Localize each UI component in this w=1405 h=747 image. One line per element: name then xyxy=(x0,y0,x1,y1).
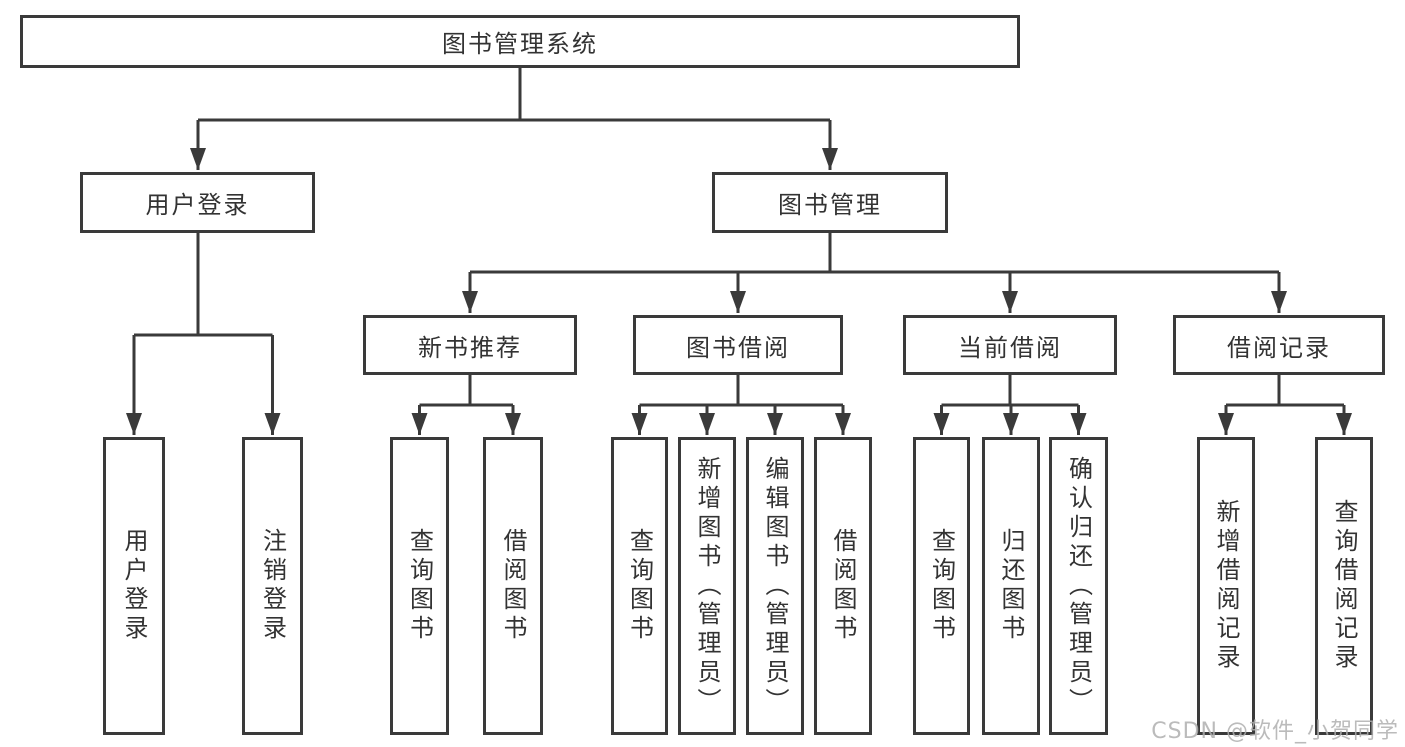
leaf-query-borrow-record: 查询借阅记录 xyxy=(1315,437,1373,735)
leaf-label: 新增图书（管理员） xyxy=(693,455,721,717)
leaf-query-books-borrow: 查询图书 xyxy=(611,437,668,735)
node-label: 当前借阅 xyxy=(958,333,1062,362)
leaf-add-borrow-record: 新增借阅记录 xyxy=(1197,437,1255,735)
node-label: 用户登录 xyxy=(145,191,250,219)
leaf-label: 确认归还（管理员） xyxy=(1064,455,1093,717)
leaf-label: 归还图书 xyxy=(997,528,1025,644)
leaf-label: 新增借阅记录 xyxy=(1212,499,1240,673)
node-root-library-system: 图书管理系统 xyxy=(20,15,1020,68)
leaf-label: 查询图书 xyxy=(405,528,434,644)
leaf-logout: 注销登录 xyxy=(242,437,303,735)
leaf-add-books-admin: 新增图书（管理员） xyxy=(678,437,736,735)
leaf-borrow-books-recommend: 借阅图书 xyxy=(483,437,543,735)
node-user-login-branch: 用户登录 xyxy=(80,172,315,233)
leaf-user-login: 用户登录 xyxy=(103,437,165,735)
leaf-label: 查询图书 xyxy=(927,528,956,644)
leaf-edit-books-admin: 编辑图书（管理员） xyxy=(746,437,804,735)
node-book-borrow: 图书借阅 xyxy=(633,315,843,375)
node-label: 图书借阅 xyxy=(686,333,790,362)
leaf-label: 用户登录 xyxy=(120,528,148,644)
leaf-label: 注销登录 xyxy=(258,528,287,644)
node-borrow-records: 借阅记录 xyxy=(1173,315,1385,375)
node-label: 图书管理 xyxy=(778,191,882,219)
leaf-query-books-recommend: 查询图书 xyxy=(390,437,449,735)
node-label: 图书管理系统 xyxy=(442,30,598,58)
leaf-query-books-current: 查询图书 xyxy=(913,437,970,735)
leaf-label: 查询图书 xyxy=(625,528,654,644)
leaf-label: 借阅图书 xyxy=(499,528,527,644)
leaf-label: 编辑图书（管理员） xyxy=(761,455,789,717)
leaf-borrow-books: 借阅图书 xyxy=(814,437,872,735)
leaf-label: 查询借阅记录 xyxy=(1330,499,1358,673)
node-new-book-recommend: 新书推荐 xyxy=(363,315,577,375)
leaf-label: 借阅图书 xyxy=(829,528,857,644)
leaf-confirm-return-admin: 确认归还（管理员） xyxy=(1049,437,1108,735)
node-current-borrow: 当前借阅 xyxy=(903,315,1117,375)
leaf-return-books: 归还图书 xyxy=(982,437,1040,735)
node-book-management-branch: 图书管理 xyxy=(712,172,948,233)
node-label: 借阅记录 xyxy=(1227,333,1331,362)
node-label: 新书推荐 xyxy=(418,333,522,362)
